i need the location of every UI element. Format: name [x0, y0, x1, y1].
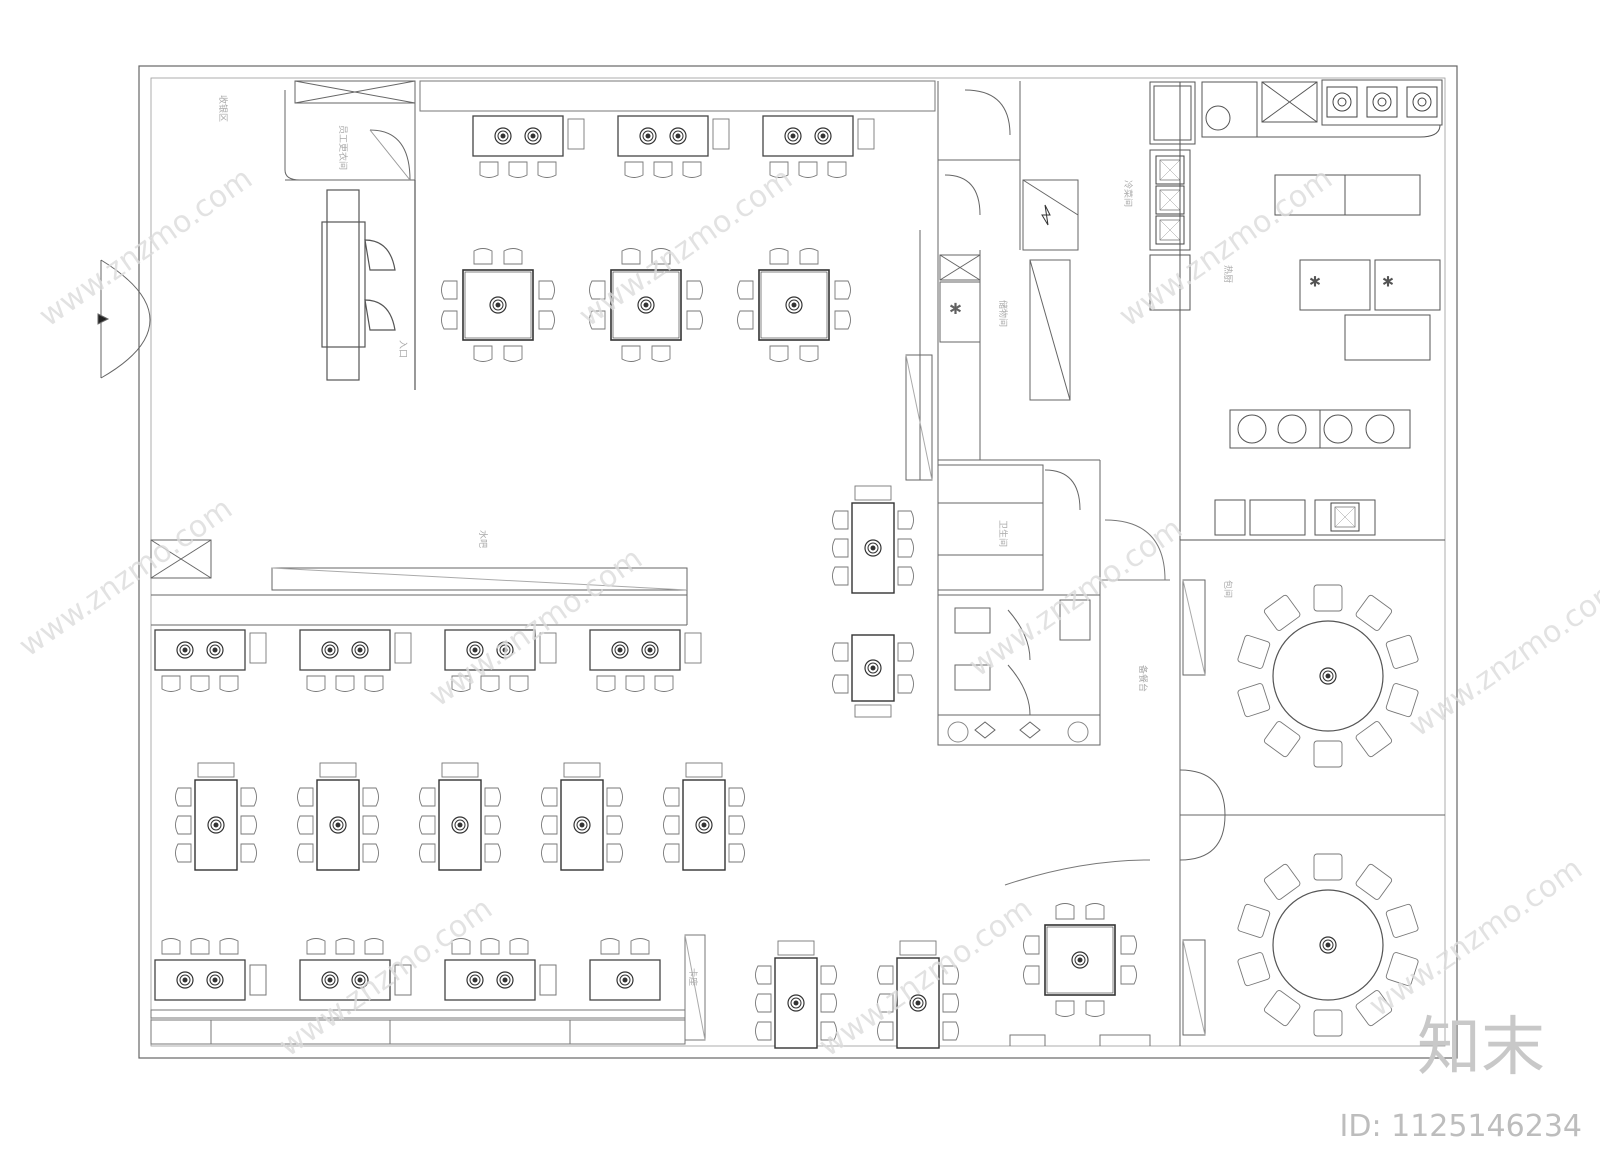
label-water-bar: 水吧 [477, 530, 489, 548]
label-service-station: 备餐台 [1137, 665, 1149, 692]
round-chair [1237, 903, 1271, 938]
long-tables-row [176, 763, 745, 870]
label-cashier: 收银区 [217, 95, 229, 122]
round-chair [1313, 853, 1343, 881]
round-chair [1355, 721, 1393, 758]
round-chair [1355, 863, 1393, 900]
svg-text:*: * [1383, 273, 1393, 297]
round-chair [1313, 1009, 1343, 1037]
top-strip [419, 80, 936, 112]
table-row-middle [155, 630, 701, 692]
service-core: * [905, 81, 1101, 746]
round-chair [1385, 683, 1419, 718]
round-table-1 [1273, 621, 1383, 731]
round-chair [1237, 952, 1271, 987]
bottom-booth-strip [150, 1009, 686, 1045]
label-booth-seat: 卡座 [687, 968, 699, 986]
round-chair [1263, 990, 1301, 1027]
svg-text:*: * [1310, 273, 1320, 297]
label-toilet: 卫生间 [997, 520, 1009, 547]
svg-text:*: * [950, 301, 961, 326]
image-id: ID: 1125146234 [1339, 1109, 1582, 1144]
round-table-chairs [1237, 584, 1419, 1037]
label-kitchen-hot: 热厨 [1222, 265, 1234, 283]
round-chair [1263, 721, 1301, 758]
round-chair [1385, 952, 1419, 987]
entrance-door [97, 259, 151, 379]
round-chair [1263, 594, 1301, 631]
label-private-room: 包间 [1222, 580, 1234, 598]
water-bar-counter [150, 539, 688, 626]
label-storage: 储物间 [997, 300, 1009, 327]
round-chair [1237, 634, 1271, 669]
round-chair [1237, 683, 1271, 718]
brand-logo: 知末 [1417, 1011, 1545, 1085]
round-chair [1313, 584, 1343, 612]
private-rooms [1179, 540, 1445, 1046]
booth-partition [321, 180, 416, 390]
label-kitchen-cold: 冷菜间 [1122, 180, 1134, 207]
table-row-top [473, 116, 874, 178]
round-chair [1355, 594, 1393, 631]
round-chair [1263, 863, 1301, 900]
round-table-2 [1273, 890, 1383, 1000]
staff-room [284, 80, 416, 181]
square-tables-row1 [442, 249, 851, 362]
round-chair [1313, 740, 1343, 768]
label-staff-change: 员工更衣间 [337, 125, 349, 170]
round-chair [1385, 634, 1419, 669]
kitchen: * * [1149, 79, 1445, 541]
table-row-bottom [154, 934, 706, 1041]
center-tables [756, 486, 1137, 1048]
label-entrance: 入口 [397, 340, 408, 358]
bottom-partitions [1004, 519, 1170, 1046]
round-chair [1385, 903, 1419, 938]
round-chair [1355, 990, 1393, 1027]
